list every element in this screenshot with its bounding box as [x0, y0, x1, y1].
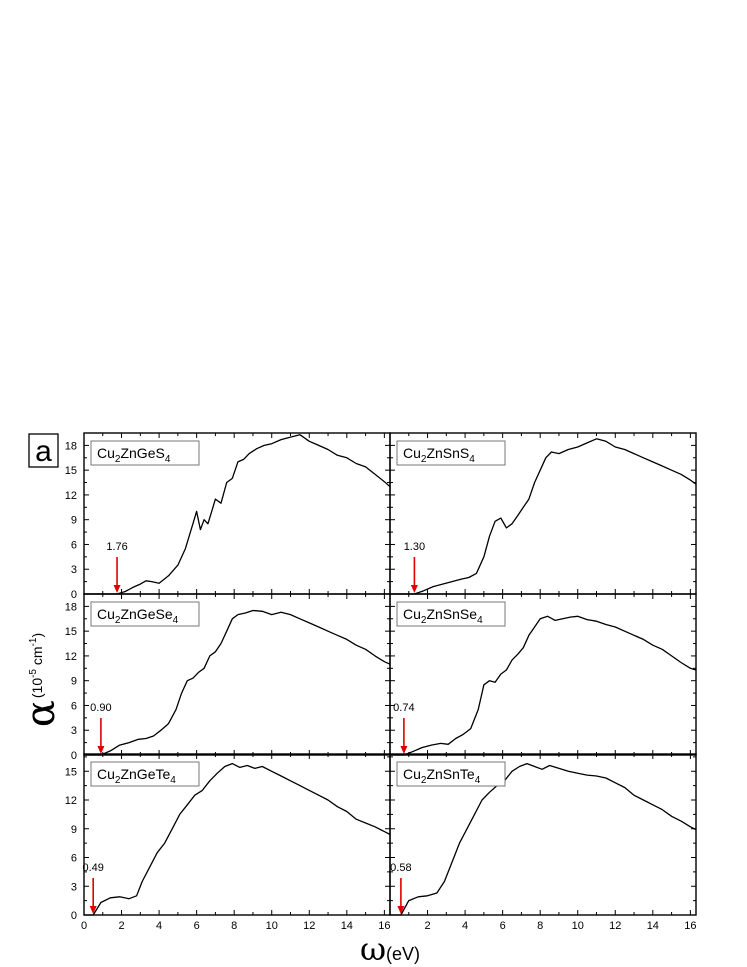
x-tick-label: 6 [500, 920, 506, 932]
panel-znges: 0 3 6 9 12 15 18 Cu2ZnGeS4 1.76 [65, 432, 391, 601]
svg-text:ω(eV): ω(eV) [360, 930, 420, 967]
svg-text:a: a [35, 435, 52, 468]
band-gap-marker: 0.90 [90, 702, 112, 754]
panel-zngete: 0 3 6 9 12 15 0 2 4 6 8 10 12 14 16 Cu2ZnGeTe4 0.49 [65, 753, 391, 932]
panel-frame [389, 593, 697, 756]
band-gap-marker: 0.49 [82, 862, 104, 914]
compound-label-box [396, 440, 506, 466]
x-tick-label: 6 [194, 920, 200, 932]
y-tick-label: 15 [65, 766, 77, 778]
y-tick-label: 12 [65, 490, 77, 502]
compound-label-text: Cu2ZnSnTe4 [403, 766, 481, 786]
band-gap-arrow-head [410, 585, 418, 593]
panel-frame [389, 753, 697, 916]
band-gap-arrow-head [89, 906, 97, 914]
compound-label-box [396, 761, 506, 787]
y-tick-label: 9 [71, 676, 77, 688]
x-tick-label: 14 [341, 920, 353, 932]
compound-label-text: Cu2ZnGeTe4 [97, 766, 176, 786]
band-gap-arrow-head [400, 746, 408, 754]
x-axis-symbol: ω [360, 930, 386, 967]
y-axis-symbol: α [18, 700, 64, 727]
y-tick-label: 3 [71, 725, 77, 737]
svg-text:α(10-5 cm-1): α(10-5 cm-1) [18, 633, 64, 727]
y-tick-label: 12 [65, 651, 77, 663]
x-axis-title: ω(eV) [360, 930, 420, 967]
y-tick-label: 0 [71, 589, 77, 601]
compound-label-box [90, 761, 200, 787]
y-tick-label: 3 [71, 881, 77, 893]
band-gap-arrow-head [97, 746, 105, 754]
x-tick-label: 8 [231, 920, 237, 932]
compound-label-text: Cu2ZnGeS4 [97, 445, 171, 465]
y-tick-label: 0 [71, 910, 77, 922]
band-gap-label: 1.30 [404, 541, 425, 553]
band-gap-marker: 1.76 [106, 541, 128, 593]
y-tick-label: 0 [71, 750, 77, 762]
compound-label-text: Cu2ZnSnS4 [403, 445, 475, 465]
y-tick-label: 3 [71, 564, 77, 576]
y-tick-label: 15 [65, 465, 77, 477]
compound-label: Cu2ZnGeSe4 [90, 601, 200, 627]
figure-label: a [28, 433, 59, 468]
band-gap-marker: 1.30 [404, 541, 425, 593]
x-tick-label: 16 [378, 920, 390, 932]
compound-label: Cu2ZnGeS4 [90, 440, 200, 466]
band-gap-marker: 0.74 [393, 702, 415, 754]
compound-label-text: Cu2ZnSnSe4 [403, 606, 483, 626]
x-tick-label: 12 [609, 920, 621, 932]
y-tick-label: 18 [65, 440, 77, 452]
y-tick-label: 9 [71, 824, 77, 836]
band-gap-arrow-head [113, 585, 121, 593]
y-tick-label: 12 [65, 795, 77, 807]
band-gap-arrow-head [397, 906, 405, 914]
absorption-line [84, 762, 391, 916]
compound-label: Cu2ZnGeTe4 [90, 761, 200, 787]
band-gap-label: 0.49 [82, 862, 103, 874]
x-tick-label: 4 [462, 920, 468, 932]
band-gap-label: 0.58 [390, 862, 411, 874]
compound-label: Cu2ZnSnS4 [396, 440, 506, 466]
band-gap-marker: 0.58 [390, 862, 412, 914]
x-tick-label: 12 [303, 920, 315, 932]
y-tick-label: 6 [71, 853, 77, 865]
panel-znsnse: Cu2ZnSnSe4 0.74 [389, 593, 697, 756]
band-gap-label: 1.76 [106, 541, 127, 553]
compound-label-box [90, 601, 200, 627]
x-tick-label: 0 [81, 920, 87, 932]
panel-znsnte: 2 4 6 8 10 12 14 16 Cu2ZnSnTe4 0.58 [389, 753, 697, 932]
band-gap-label: 0.90 [90, 702, 111, 714]
absorption-line [390, 615, 697, 756]
y-tick-label: 9 [71, 515, 77, 527]
y-tick-label: 6 [71, 700, 77, 712]
x-tick-label: 2 [424, 920, 430, 932]
x-tick-label: 14 [647, 920, 659, 932]
absorption-line [84, 609, 391, 756]
x-tick-label: 16 [684, 920, 696, 932]
compound-label: Cu2ZnSnSe4 [396, 601, 506, 627]
panel-zngese: 0 3 6 9 12 15 18 Cu2ZnGeSe4 0.90 [65, 593, 391, 762]
x-tick-label: 10 [266, 920, 278, 932]
y-tick-label: 18 [65, 601, 77, 613]
y-tick-label: 6 [71, 539, 77, 551]
panel-znsns: Cu2ZnSnS4 1.30 [389, 432, 697, 595]
absorption-line [84, 434, 391, 595]
x-tick-label: 8 [537, 920, 543, 932]
compound-label: Cu2ZnSnTe4 [396, 761, 506, 787]
absorption-line [390, 438, 697, 595]
absorption-line [390, 762, 697, 916]
compound-label-box [396, 601, 506, 627]
compound-label-box [90, 440, 200, 466]
x-tick-label: 10 [572, 920, 584, 932]
band-gap-label: 0.74 [393, 702, 414, 714]
y-axis-title: α(10-5 cm-1) [18, 633, 64, 727]
panels: 0 3 6 9 12 15 18 Cu2ZnGeS4 1.76 Cu2ZnSnS4 1.30 0 3 6 9… [65, 432, 697, 932]
x-tick-label: 2 [118, 920, 124, 932]
y-tick-label: 15 [65, 626, 77, 638]
compound-label-text: Cu2ZnGeSe4 [97, 606, 179, 626]
x-tick-label: 4 [156, 920, 162, 932]
